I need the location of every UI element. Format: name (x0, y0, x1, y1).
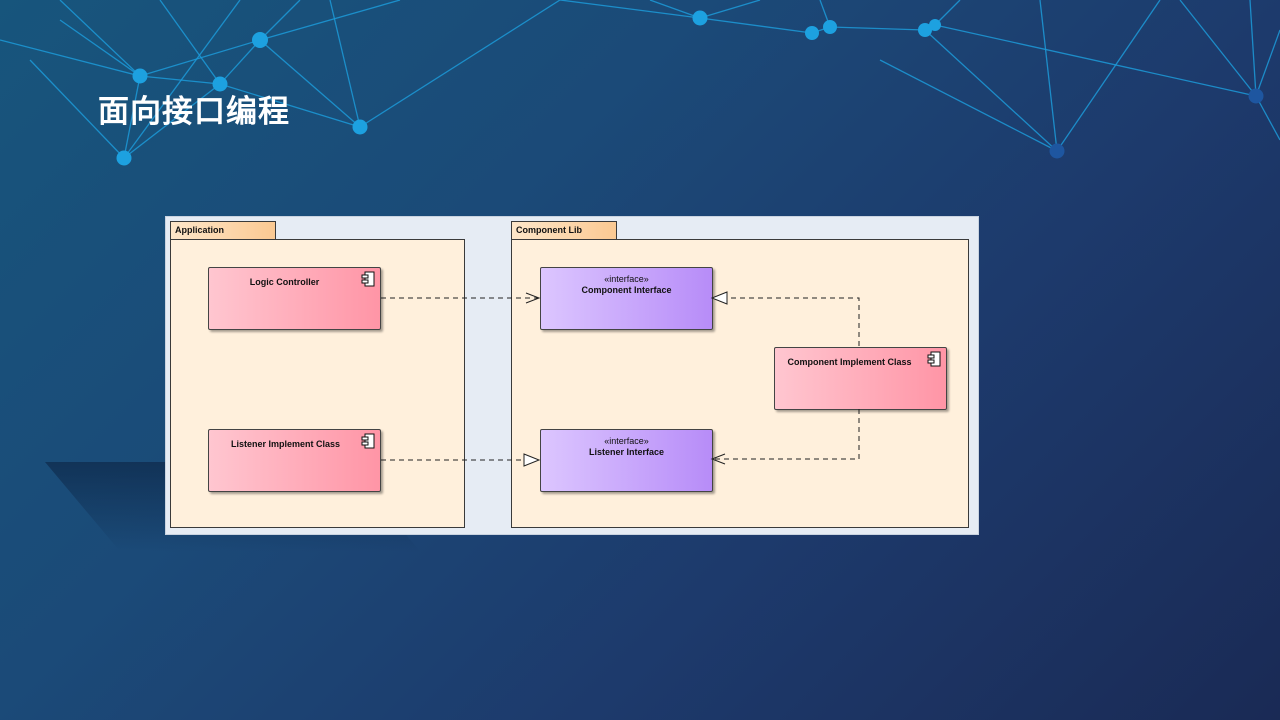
package-tab-component-lib: Component Lib (511, 221, 617, 240)
logic-controller-label: Logic Controller (249, 277, 320, 287)
component-icon (361, 271, 375, 287)
component-interface-stereotype: «interface» (604, 274, 649, 284)
component-icon (361, 433, 375, 449)
listener-interface-label: Listener Interface (588, 447, 665, 457)
listener-interface[interactable]: «interface» Listener Interface (540, 429, 713, 492)
slide-title: 面向接口编程 (98, 94, 290, 130)
listener-implement-class-component[interactable]: Listener Implement Class (208, 429, 381, 492)
component-implement-class-component[interactable]: Component Implement Class (774, 347, 947, 410)
logic-controller-component[interactable]: Logic Controller (208, 267, 381, 330)
uml-diagram-panel: Application Component Lib Logic Controll… (165, 216, 979, 535)
listener-interface-stereotype: «interface» (604, 436, 649, 446)
package-tab-application: Application (170, 221, 276, 240)
listener-implement-class-label: Listener Implement Class (230, 439, 341, 449)
component-interface-label: Component Interface (581, 285, 672, 295)
component-implement-class-label: Component Implement Class (787, 357, 912, 367)
component-interface[interactable]: «interface» Component Interface (540, 267, 713, 330)
component-icon (927, 351, 941, 367)
